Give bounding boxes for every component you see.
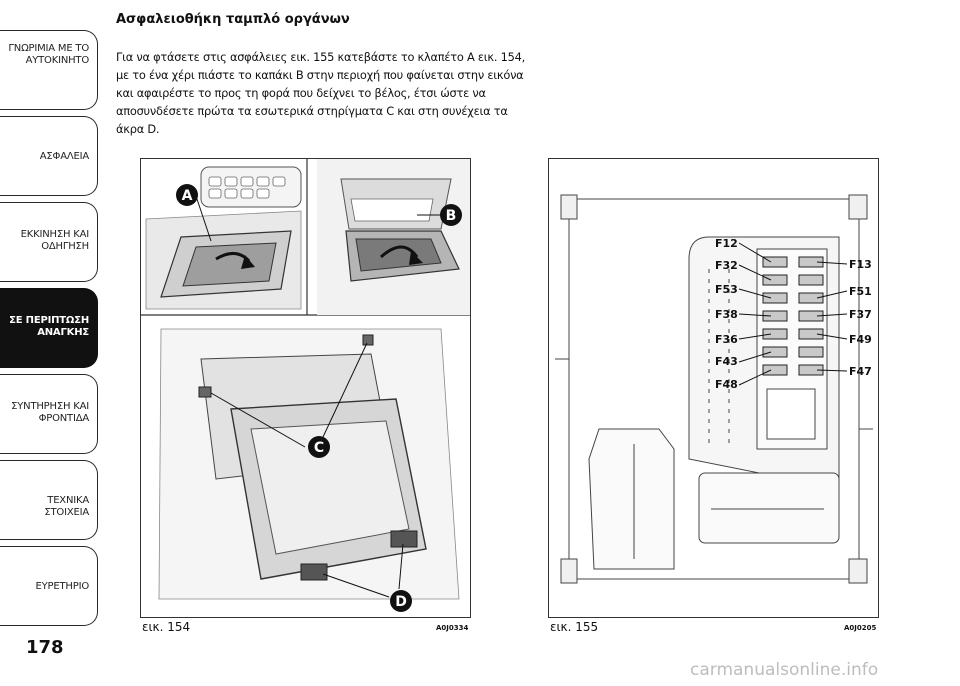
lid-b-panel: B [317, 159, 470, 315]
figure-155: F12 F32 F53 F38 F36 F43 F48 F13 F51 F37 … [548, 158, 879, 618]
tab-starting-driving[interactable]: ΕΚΚΙΝΗΣΗ ΚΑΙ ΟΔΗΓΗΣΗ [0, 202, 98, 282]
callout-a: A [182, 188, 193, 204]
callout-b: B [446, 208, 457, 224]
tab-label-line1: ΤΕΧΝΙΚΑ ΣΤΟΙΧΕΙΑ [44, 495, 89, 518]
tab-label-line1: ΕΥΡΕΤΗΡΙΟ [35, 581, 90, 592]
fuse-label-f37: F37 [849, 308, 872, 321]
tab-label-line2: ΑΥΤΟΚΙΝΗΤΟ [25, 55, 90, 66]
callout-c: C [314, 440, 324, 456]
tab-index[interactable]: ΕΥΡΕΤΗΡΙΟ [0, 546, 98, 626]
tab-label-line2: ΑΝΑΓΚΗΣ [37, 327, 89, 338]
fuse-label-f38: F38 [715, 308, 738, 321]
figure-154-code: A0J0334 [436, 624, 469, 632]
figure-155-code: A0J0205 [844, 624, 877, 632]
tab-technical-data[interactable]: ΤΕΧΝΙΚΑ ΣΤΟΙΧΕΙΑ [0, 460, 98, 540]
fuse-label-f12: F12 [715, 237, 738, 250]
fuse-label-f53: F53 [715, 283, 738, 296]
dashboard-fusebox-illustration: A B C [141, 159, 470, 612]
fuse-label-f48: F48 [715, 378, 738, 391]
tab-label-line1: ΣΕ ΠΕΡΙΠΤΩΣΗ [9, 315, 89, 326]
tab-label-line1: ΑΣΦΑΛΕΙΑ [39, 151, 89, 162]
fuse-layout-diagram: F12 F32 F53 F38 F36 F43 F48 F13 F51 F37 … [555, 194, 873, 584]
figure-154-caption: εικ. 154 [142, 620, 191, 634]
fuse-label-f47: F47 [849, 365, 872, 378]
tab-label-line2: ΟΔΗΓΗΣΗ [41, 241, 89, 252]
tab-label-line1: ΕΚΚΙΝΗΣΗ ΚΑΙ [20, 229, 90, 240]
fuse-label-f51: F51 [849, 285, 872, 298]
fuse-label-f13: F13 [849, 258, 872, 271]
tab-safety[interactable]: ΑΣΦΑΛΕΙΑ [0, 116, 98, 196]
tab-getting-to-know[interactable]: ΓΝΩΡΙΜΙΑ ΜΕ ΤΟ ΑΥΤΟΚΙΝΗΤΟ [0, 30, 98, 110]
fuse-label-f49: F49 [849, 333, 872, 346]
fuse-label-f32: F32 [715, 259, 738, 272]
tab-maintenance[interactable]: ΣΥΝΤΗΡΗΣΗ ΚΑΙ ΦΡΟΝΤΙΔΑ [0, 374, 98, 454]
fuse-label-f43: F43 [715, 355, 738, 368]
section-heading: Ασφαλειοθήκη ταμπλό οργάνων [116, 12, 350, 27]
cover-open-panel: C D [158, 328, 460, 612]
figure-154: A B C [140, 158, 471, 618]
tab-label-line1: ΣΥΝΤΗΡΗΣΗ ΚΑΙ [11, 401, 89, 412]
tab-emergency[interactable]: ΣΕ ΠΕΡΙΠΤΩΣΗ ΑΝΑΓΚΗΣ [0, 288, 98, 368]
callout-d: D [395, 594, 407, 610]
tab-label-line2: ΦΡΟΝΤΙΔΑ [38, 413, 90, 424]
watermark: carmanualsonline.info [690, 660, 879, 680]
section-body: Για να φτάσετε στις ασφάλειες εικ. 155 κ… [116, 50, 525, 136]
page-number: 178 [26, 637, 64, 658]
tab-label-line1: ΓΝΩΡΙΜΙΑ ΜΕ ΤΟ [8, 43, 89, 54]
cover-a-panel: A [145, 166, 302, 310]
figure-155-caption: εικ. 155 [550, 620, 599, 634]
fuse-label-f36: F36 [715, 333, 738, 346]
